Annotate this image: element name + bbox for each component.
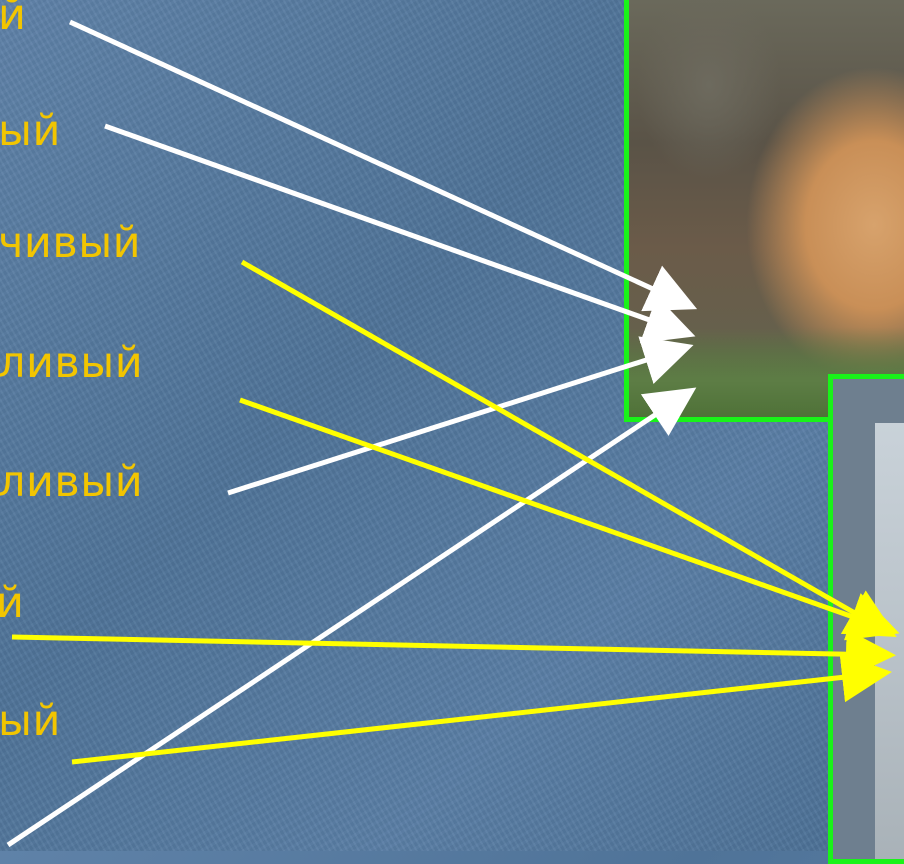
white-arrow-1: [68, 19, 698, 312]
yellow-arrow-1: [240, 259, 897, 637]
word-4: ливый: [0, 338, 144, 388]
yellow-arrow-3: [11, 629, 896, 680]
yellow-arrow-2: [239, 397, 900, 641]
white-arrow-4: [6, 387, 697, 848]
word-1: й: [0, 0, 27, 40]
word-3: чивый: [0, 218, 142, 268]
yellow-arrow-4: [71, 652, 892, 765]
white-arrow-3: [227, 336, 694, 496]
word-6: й: [0, 578, 25, 628]
word-5: ливый: [0, 457, 144, 507]
white-arrow-2: [104, 123, 696, 344]
word-7: ый: [0, 696, 61, 746]
word-2: ый: [0, 106, 61, 156]
